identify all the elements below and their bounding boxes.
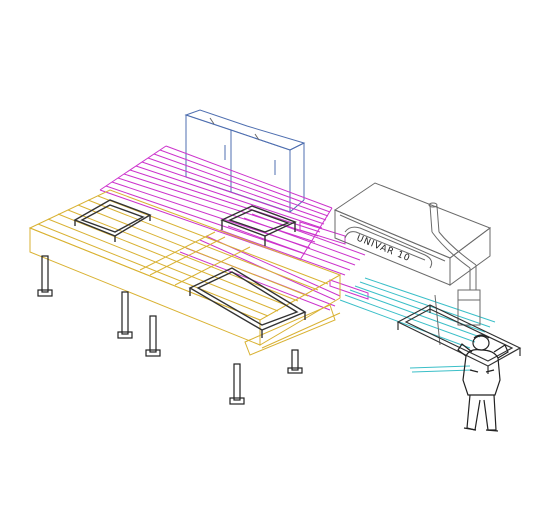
operator-figure-icon (457, 334, 509, 432)
yellow-table (28, 189, 342, 405)
frame-front (188, 267, 307, 338)
univar-machine: UNIVAR 10 (333, 182, 492, 346)
frame-left (73, 199, 152, 242)
magenta-rails (99, 145, 369, 311)
frame-middle (220, 205, 297, 246)
transfer-frame (396, 304, 522, 374)
